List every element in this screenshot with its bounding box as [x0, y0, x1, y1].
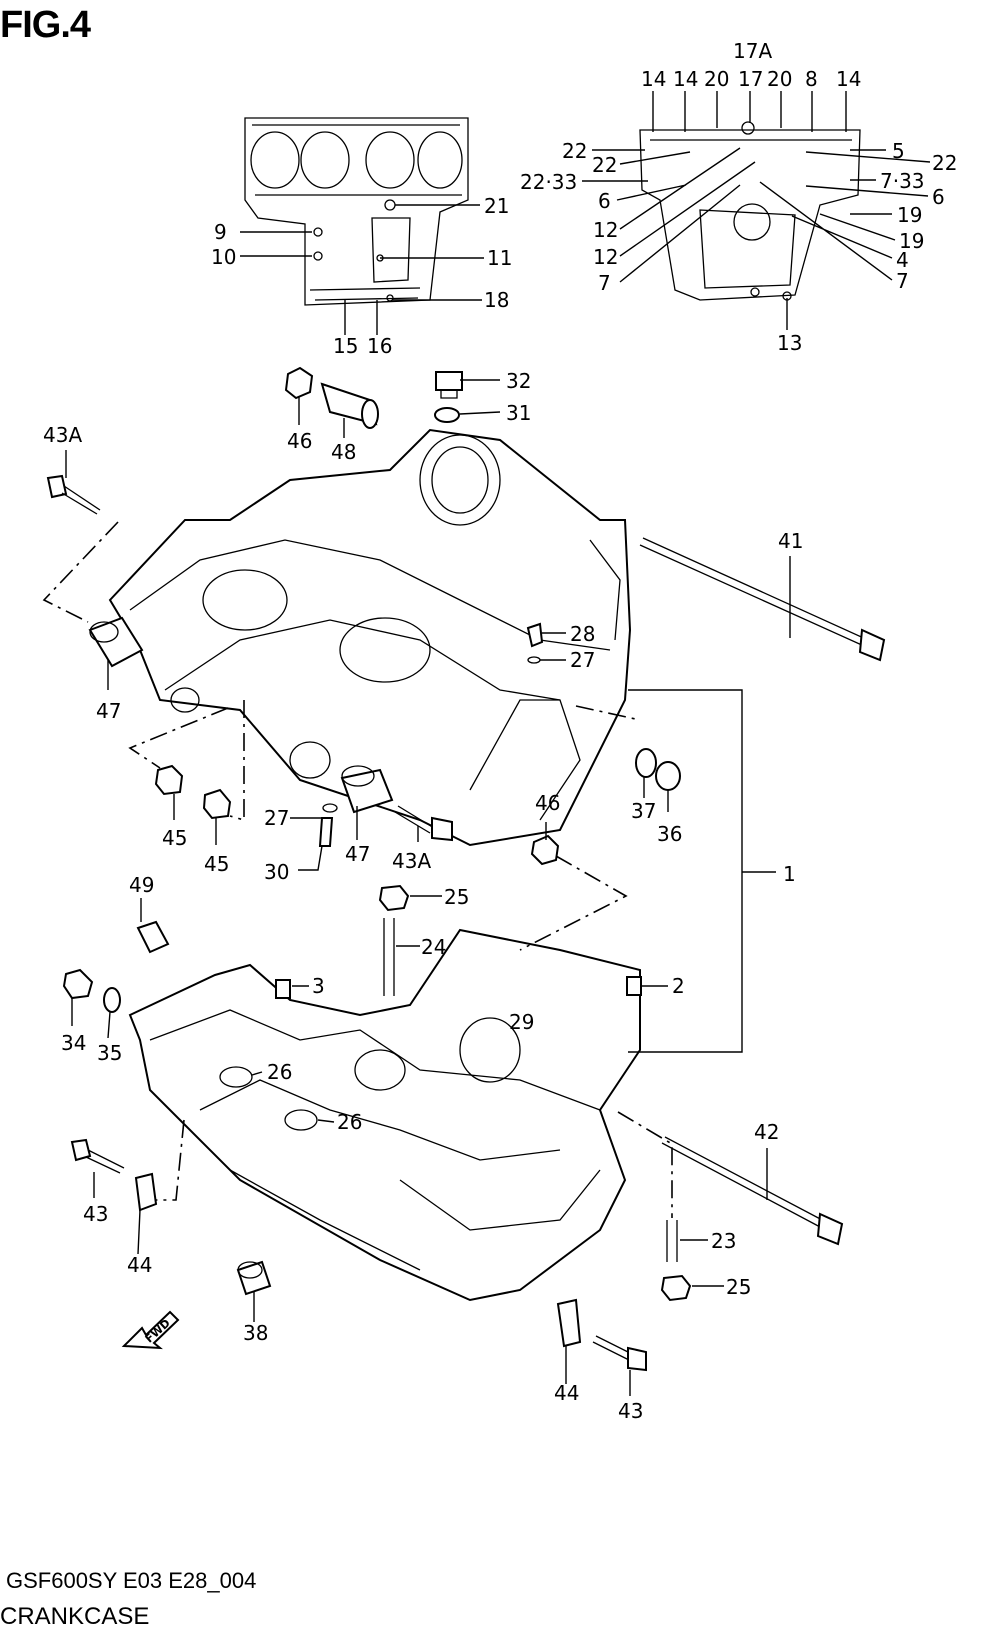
callout: 7 — [896, 269, 909, 293]
leader-lines — [42, 91, 931, 1396]
callout: 17A — [733, 39, 772, 63]
callout: 43A — [392, 849, 431, 873]
callout: 26 — [267, 1060, 292, 1084]
callout: 48 — [331, 440, 356, 464]
group-name: CRANKCASE — [0, 1603, 150, 1630]
callout: 8 — [805, 67, 818, 91]
inset-lower-case — [639, 121, 861, 301]
callout: 41 — [778, 529, 803, 553]
callout: 14 — [673, 67, 698, 91]
callout: 12 — [593, 218, 618, 242]
callout: 46 — [287, 429, 312, 453]
callout: 1 — [783, 862, 796, 886]
callout: 18 — [484, 288, 509, 312]
callout: 34 — [61, 1031, 86, 1055]
lower-crankcase — [128, 928, 641, 1302]
callout: 38 — [243, 1321, 268, 1345]
callout: 12 — [593, 245, 618, 269]
callout: 36 — [657, 822, 682, 846]
callout: 19 — [899, 229, 924, 253]
callout: 45 — [204, 852, 229, 876]
callout: 7 — [598, 271, 611, 295]
callout: 13 — [777, 331, 802, 355]
callout: 44 — [127, 1253, 152, 1277]
callout: 22 — [592, 153, 617, 177]
callout: 42 — [754, 1120, 779, 1144]
callout: 16 — [367, 334, 392, 358]
callout: 10 — [211, 245, 236, 269]
callout: 5 — [892, 139, 905, 163]
callout: 27 — [570, 648, 595, 672]
callout: 23 — [711, 1229, 736, 1253]
callout: 9 — [214, 220, 227, 244]
inset-upper-case — [244, 117, 469, 306]
callout: 20 — [704, 67, 729, 91]
callout: 22·33 — [520, 170, 577, 194]
callout: 37 — [631, 799, 656, 823]
callout: 19 — [897, 203, 922, 227]
callout: 31 — [506, 401, 531, 425]
callout: 11 — [487, 246, 512, 270]
fwd-arrow-icon: FWD — [121, 1310, 180, 1350]
callout: 7·33 — [880, 169, 925, 193]
callout: 28 — [570, 622, 595, 646]
callout: 45 — [162, 826, 187, 850]
callout: 25 — [726, 1275, 751, 1299]
callout: 21 — [484, 194, 509, 218]
callout: 46 — [535, 791, 560, 815]
callout: 14 — [836, 67, 861, 91]
figure-title: FIG.4 — [0, 4, 91, 46]
callout: 49 — [129, 873, 154, 897]
model-code: GSF600SY E03 E28_004 — [6, 1568, 257, 1593]
callout: 29 — [509, 1010, 534, 1034]
callout: 25 — [444, 885, 469, 909]
callout: 24 — [421, 935, 446, 959]
callout: 22 — [932, 151, 957, 175]
callout: 32 — [506, 369, 531, 393]
callout: 43 — [618, 1399, 643, 1423]
callout: 4 — [896, 248, 909, 272]
callout: 47 — [345, 842, 370, 866]
small-parts — [46, 366, 886, 1372]
callout: 44 — [554, 1381, 579, 1405]
callout: 35 — [97, 1041, 122, 1065]
callout: 26 — [337, 1110, 362, 1134]
callout: 15 — [333, 334, 358, 358]
callout: 43A — [43, 423, 82, 447]
callout: 17 — [738, 67, 763, 91]
callout: 30 — [264, 860, 289, 884]
callout-numbers: 17A 14 14 20 17 20 8 14 22 22 22·33 6 12… — [43, 39, 957, 1423]
callout: 2 — [672, 974, 685, 998]
callout: 20 — [767, 67, 792, 91]
callout: 6 — [932, 185, 945, 209]
callout: 47 — [96, 699, 121, 723]
callout: 27 — [264, 806, 289, 830]
callout: 6 — [598, 189, 611, 213]
callout: 22 — [562, 139, 587, 163]
callout: 14 — [641, 67, 666, 91]
callout: 3 — [312, 974, 325, 998]
callout: 43 — [83, 1202, 108, 1226]
